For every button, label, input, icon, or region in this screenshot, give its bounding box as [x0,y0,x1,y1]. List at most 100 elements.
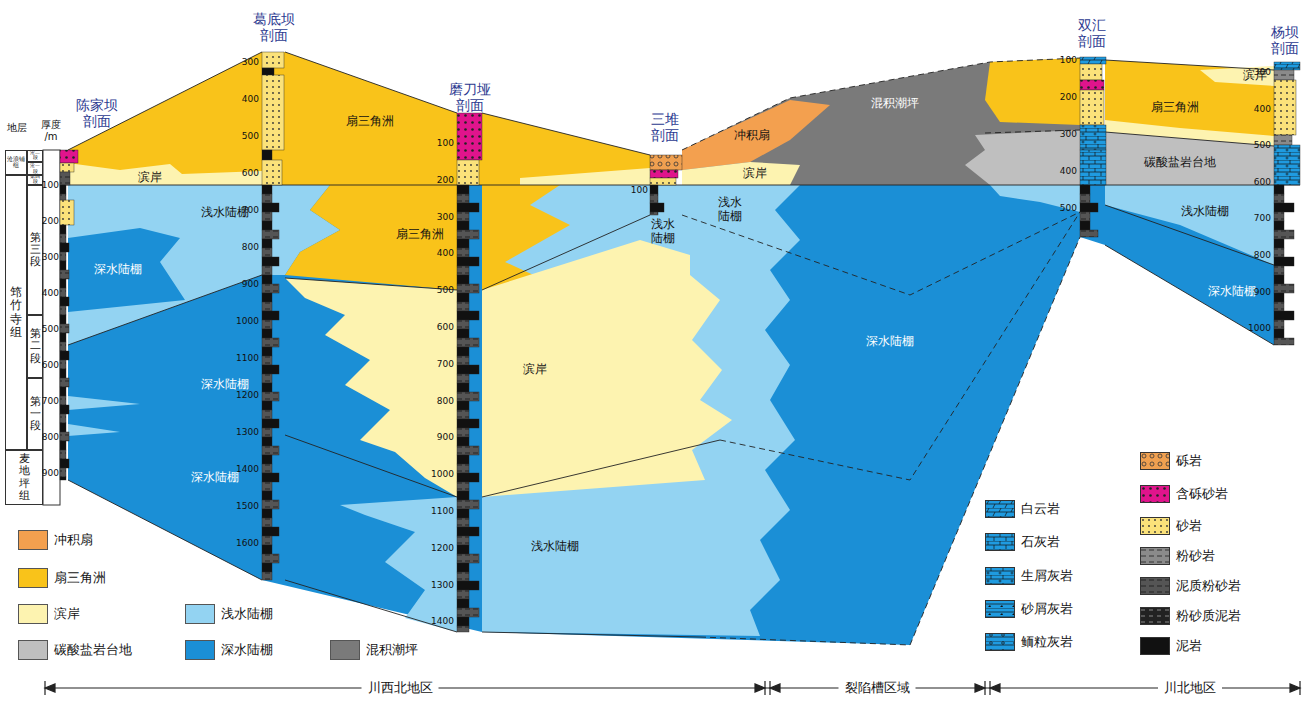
map-shape [770,684,780,692]
map-shape [68,424,120,436]
lithology-segment [60,423,66,432]
facies-polygons [68,52,1274,645]
lithology-segment [457,536,469,545]
facies-label: 滨岸 [743,167,767,181]
lithology-segment [262,275,272,284]
facies-label: 滨岸 [523,363,547,377]
depth-number: 300 [1254,67,1271,77]
lithology-segment [650,212,658,215]
lithology-segment [262,500,279,509]
lithology-segment [262,572,272,580]
facies-label: 浅水 陆棚 [649,218,678,246]
map-shape [68,228,185,312]
map-shape [285,185,457,290]
lithology-segment [650,155,682,170]
correlation-lines [60,52,1300,645]
lithology-segment [457,248,469,257]
lithology-segment [262,239,272,248]
strat-name: 第二段 [30,328,41,364]
map-shape [1105,132,1274,185]
lithology-segment [60,252,66,261]
depth-number: 800 [437,395,454,405]
strat-cell: 沧二段 [27,150,43,162]
lithology-swatch [1140,577,1170,595]
depth-number: 900 [437,432,454,442]
lithology-segment [262,401,272,410]
lithology-segment [1274,284,1294,293]
facies-label: 深水陆棚 [866,335,914,349]
lithology-segment [262,356,272,365]
depth-number: 300 [437,211,454,221]
facies-label: 浅水陆棚 [1181,205,1229,219]
lithology-segment [262,293,272,302]
lithology-segment [457,311,479,320]
lithology-segment [60,150,78,163]
legend-text: 浅水陆棚 [221,605,273,623]
depth-number: 100 [1060,55,1077,65]
lithology-segment [60,387,66,396]
lithology-segment [457,329,469,338]
depth-number: 600 [242,168,259,178]
legend-swatch [185,640,215,660]
lithology-segment [262,518,272,527]
lithology-segment [1080,221,1090,230]
map-shape [985,58,1080,125]
depth-number: 900 [242,279,259,289]
lithology-segment [457,365,479,374]
lithology-segment [1274,135,1292,145]
depth-number: 500 [1254,140,1271,150]
lithology-segment [457,509,469,518]
legend-text: 泥质粉砂岩 [1176,577,1241,595]
lithology-segment [262,428,272,437]
depth-number: 1200 [236,390,259,400]
depth-number: 900 [42,468,59,478]
lithology-segment [262,185,272,194]
lithology-segment [262,392,279,401]
map-shape [1200,66,1274,86]
lithology-segment [262,374,272,383]
lithology-segment [60,459,69,468]
depth-number: 800 [42,432,59,442]
lithology-segment [457,455,469,464]
lithology-segment [262,160,282,185]
map-shape [682,100,830,170]
legend-swatch [18,640,48,660]
lithology-segment [1274,221,1284,230]
lithology-segment [60,243,69,252]
map-shape [1105,60,1274,345]
lithology-segment [262,248,272,257]
lithology-segment [1274,293,1284,302]
lithology-segment [262,383,272,392]
lithology-segment [262,365,279,374]
strat-cell: 第四段 [27,175,43,185]
lithology-segment [262,482,272,491]
lithology-segment [457,284,479,293]
map-shape [68,163,262,185]
depth-number: 600 [1254,177,1271,187]
lithology-segment [262,75,284,150]
region-label: 川西北地区 [362,681,439,696]
legend-swatch [18,530,48,550]
legend-swatch [330,640,360,660]
lithology-segment [457,518,469,527]
legend-swatch [18,568,48,588]
depth-number: 400 [437,248,454,258]
map-shape [60,185,1300,186]
lithology-segment [457,482,469,491]
lithology-segment [1274,70,1294,80]
lithology-swatch [985,500,1015,518]
lithology-segment [457,464,469,473]
lithology-sample [986,501,1015,518]
legend-text: 鲕粒灰岩 [1021,633,1073,651]
lithology-segment [457,608,479,617]
legend-text: 砂屑灰岩 [1021,600,1073,618]
depth-number: 200 [42,216,59,226]
facies-label: 浅水陆棚 [531,540,579,554]
lithology-segment [457,563,469,572]
section-title: 三堆 剖面 [648,111,682,143]
lithology-segment [457,392,479,401]
lithology-segment [1080,194,1090,203]
lithology-segment [60,414,66,423]
lithology-segment [60,432,69,441]
lithology-segment [60,450,66,459]
